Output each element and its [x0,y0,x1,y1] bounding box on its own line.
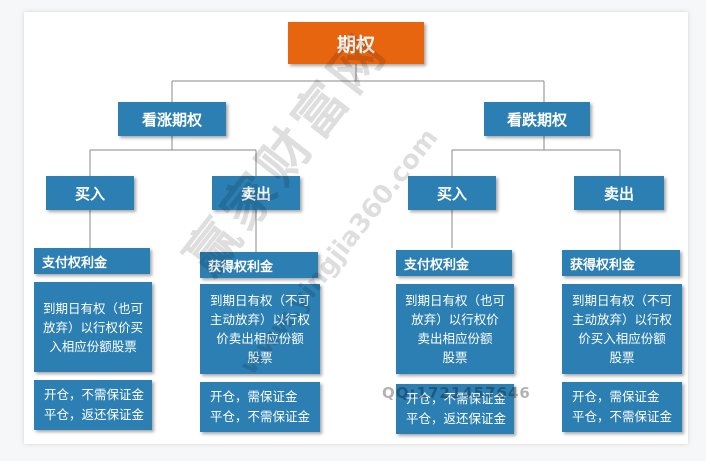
connector-lines [89,64,621,252]
call-sell-node: 卖出 [212,176,300,210]
call-sell-description: 到期日有权（不可 主动放弃）以行权 价卖出相应份额 股票 [200,284,320,374]
root-label: 期权 [336,33,375,56]
call-buy-description-text: 到期日有权（也可 放弃）以行权价买 入相应份额股票 [42,300,143,354]
call-buy-node: 买入 [46,176,134,210]
call-sell-margin-text: 开仓，需保证金 平仓，不需保证金 [210,389,311,424]
call-buy-margin: 开仓，不需保证金 平仓，返还保证金 [34,380,152,430]
put-buy-premium: 支付权利金 [396,250,512,276]
call-buy-description: 到期日有权（也可 放弃）以行权价买 入相应份额股票 [34,282,152,372]
call-buy-label: 买入 [74,184,105,203]
put-sell-margin: 开仓，需保证金 平仓，不需保证金 [562,382,682,432]
put-sell-premium: 获得权利金 [562,250,680,276]
put-sell-premium-label: 获得权利金 [570,257,636,273]
put-buy-premium-label: 支付权利金 [404,257,470,273]
put-option-node: 看跌期权 [484,102,590,136]
call-buy-premium-label: 支付权利金 [42,255,108,271]
put-sell-label: 卖出 [603,184,634,203]
call-buy-premium: 支付权利金 [34,248,150,274]
put-sell-node: 卖出 [574,176,664,210]
put-buy-margin-text: 开仓，不需保证金 平仓，返还保证金 [406,391,507,426]
call-sell-description-text: 到期日有权（不可 主动放弃）以行权 价卖出相应份额 股票 [209,293,310,365]
call-sell-label: 卖出 [240,184,271,203]
put-buy-margin: 开仓，不需保证金 平仓，返还保证金 [396,384,514,434]
put-option-label: 看跌期权 [506,110,567,129]
diagram-canvas: 期权 看涨期权 看跌期权 买入 卖出 买入 卖出 支付权利金 获得权利金 支 [24,12,688,444]
put-buy-node: 买入 [408,176,496,210]
call-option-node: 看涨期权 [118,102,226,136]
put-buy-label: 买入 [436,184,467,203]
call-sell-premium-label: 获得权利金 [208,259,274,275]
put-sell-description: 到期日有权（不可 主动放弃）以行权 价买入相应份额 股票 [562,284,682,374]
watermark-qq: QQ:1721457646 [382,384,531,402]
root-node: 期权 [288,22,424,64]
call-sell-margin: 开仓，需保证金 平仓，不需保证金 [200,382,320,432]
put-buy-description: 到期日有权（也可 放弃）以行权价 卖出相应份额 股票 [396,284,514,374]
call-option-label: 看涨期权 [141,110,202,129]
put-sell-description-text: 到期日有权（不可 主动放弃）以行权 价买入相应份额 股票 [571,293,672,365]
put-sell-margin-text: 开仓，需保证金 平仓，不需保证金 [572,389,673,424]
call-buy-margin-text: 开仓，不需保证金 平仓，返还保证金 [44,387,145,422]
put-buy-description-text: 到期日有权（也可 放弃）以行权价 卖出相应份额 股票 [404,293,505,365]
call-sell-premium: 获得权利金 [200,252,318,278]
